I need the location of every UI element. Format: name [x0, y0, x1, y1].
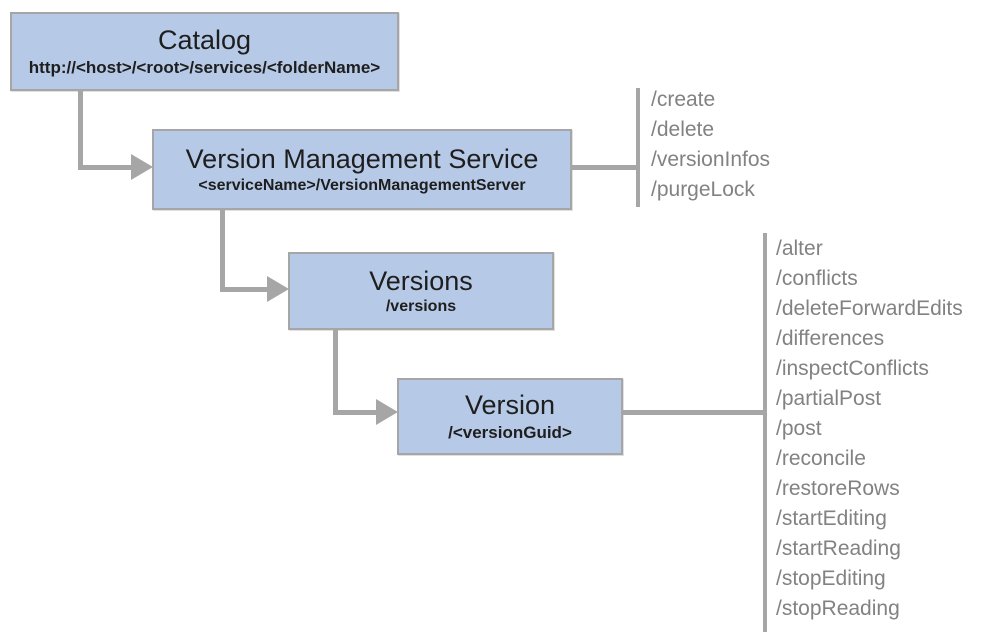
- node-version-management-service: Version Management Service <serviceName>…: [152, 129, 572, 210]
- versions-title: Versions: [369, 265, 473, 296]
- operations-bracket-vms: [636, 88, 640, 207]
- operation-item: /versionInfos: [651, 148, 771, 171]
- node-version: Version /<versionGuid>: [397, 378, 623, 455]
- operation-item: /stopEditing: [776, 567, 886, 590]
- operation-item: /delete: [651, 118, 715, 141]
- version-title: Version: [464, 390, 556, 421]
- operation-item: /startEditing: [776, 507, 887, 530]
- connector-vms-operations-horizontal: [571, 165, 637, 170]
- operation-item: /inspectConflicts: [776, 357, 929, 380]
- connector-versions-version-horizontal: [333, 410, 377, 415]
- node-catalog: Catalog http://<host>/<root>/services/<f…: [10, 12, 399, 91]
- connector-version-operations-horizontal: [622, 410, 764, 415]
- version-url-pattern: /<versionGuid>: [448, 422, 572, 442]
- vms-url-pattern: <serviceName>/VersionManagementServer: [198, 176, 526, 194]
- arrowhead-icon: [267, 276, 289, 302]
- operation-item: /startReading: [776, 537, 901, 560]
- arrowhead-icon: [131, 154, 153, 180]
- operation-item: /differences: [776, 327, 885, 350]
- connector-vms-versions-vertical: [220, 209, 225, 290]
- vms-operations-list: /create /delete /versionInfos /purgeLock: [651, 85, 770, 205]
- version-operations-list: /alter /conflicts /deleteForwardEdits /d…: [776, 234, 963, 624]
- catalog-url-pattern: http://<host>/<root>/services/<folderNam…: [28, 57, 381, 77]
- operations-bracket-version: [763, 233, 767, 632]
- operation-item: /purgeLock: [651, 178, 755, 201]
- connector-catalog-vms-horizontal: [78, 165, 132, 170]
- catalog-title: Catalog: [157, 25, 252, 56]
- operation-item: /partialPost: [776, 387, 882, 410]
- versions-url-pattern: /versions: [385, 298, 457, 316]
- connector-versions-version-vertical: [333, 329, 338, 413]
- operation-item: /alter: [776, 237, 823, 260]
- operation-item: /create: [651, 88, 716, 111]
- vms-title: Version Management Service: [185, 144, 539, 175]
- arrowhead-icon: [376, 399, 398, 425]
- operation-item: /stopReading: [776, 597, 900, 620]
- operation-item: /restoreRows: [776, 477, 900, 500]
- operation-item: /reconcile: [776, 447, 866, 470]
- operation-item: /conflicts: [776, 267, 858, 290]
- operation-item: /deleteForwardEdits: [776, 297, 963, 320]
- operation-item: /post: [776, 417, 822, 440]
- connector-catalog-vms-vertical: [78, 91, 83, 168]
- connector-vms-versions-horizontal: [220, 287, 268, 292]
- node-versions: Versions /versions: [288, 252, 554, 330]
